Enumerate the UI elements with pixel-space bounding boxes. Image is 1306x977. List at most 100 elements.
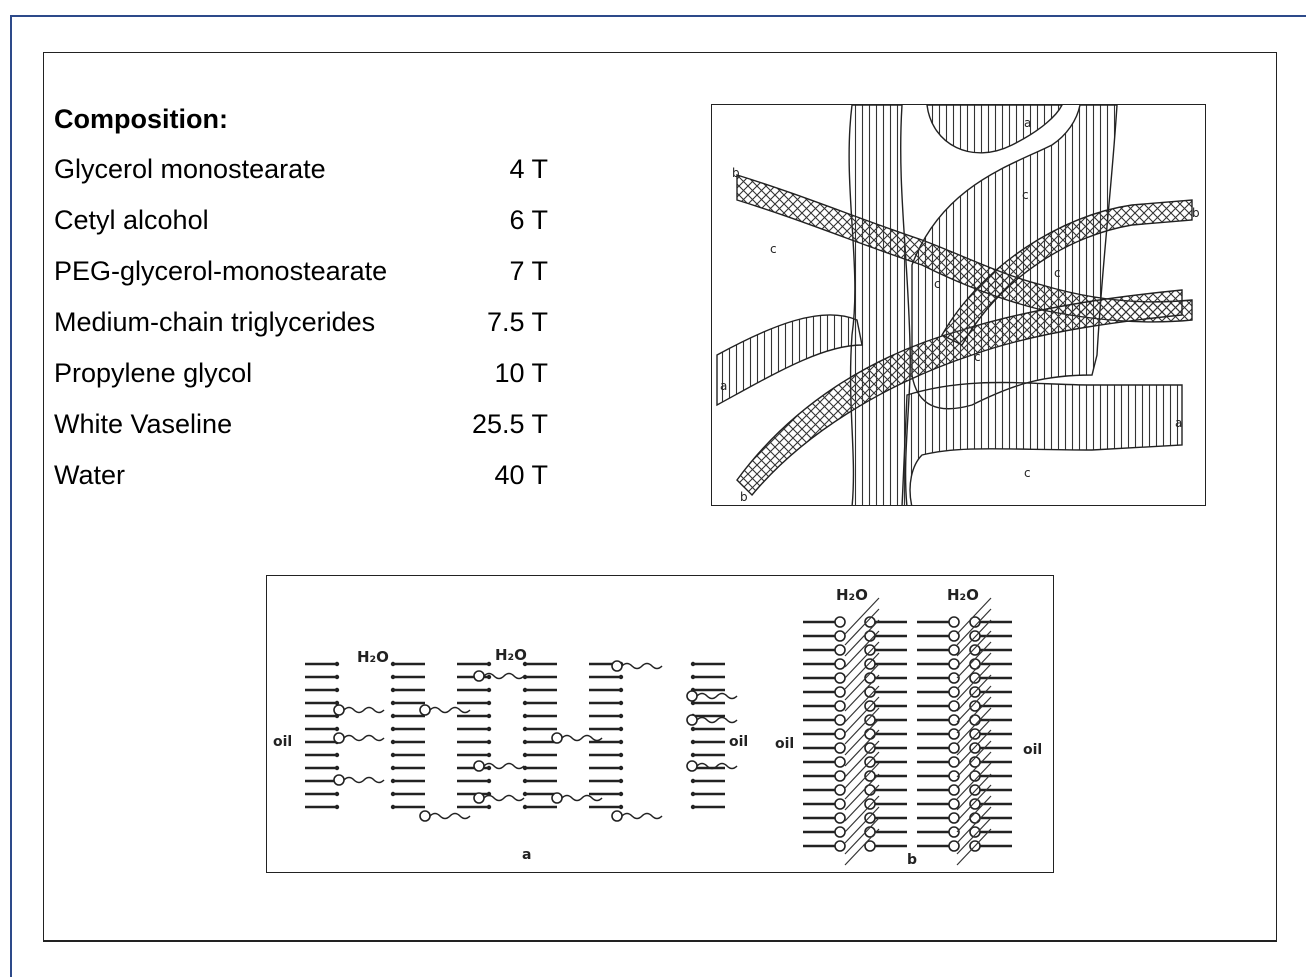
polar-head-circle xyxy=(948,686,960,698)
ingredient-amount: 7 T xyxy=(509,256,548,286)
wavy-chain xyxy=(621,662,663,670)
composition-row: Water 40 T xyxy=(54,460,548,511)
ingredient-name: Glycerol monostearate xyxy=(54,154,326,184)
polar-head-circle xyxy=(948,616,960,628)
water-layer-hatch xyxy=(844,630,880,668)
water-layer-hatch xyxy=(844,652,880,690)
water-layer-hatch xyxy=(844,641,880,679)
water-layer-hatch xyxy=(956,652,992,690)
polar-head-circle xyxy=(834,756,846,768)
surfactant-head xyxy=(334,661,340,667)
polar-head-circle xyxy=(834,714,846,726)
water-layer-hatch xyxy=(956,817,992,855)
surfactant-head xyxy=(486,804,492,810)
surfactant-head xyxy=(390,661,396,667)
water-layer-hatch xyxy=(844,674,880,712)
water-layer-hatch xyxy=(844,795,880,833)
polar-head-circle xyxy=(948,658,960,670)
surfactant-head xyxy=(618,752,624,758)
surfactant-head xyxy=(690,661,696,667)
surfactant-head xyxy=(618,726,624,732)
surfactant-head xyxy=(522,726,528,732)
polar-head-circle xyxy=(834,616,846,628)
polar-head-circle xyxy=(864,728,876,740)
polar-head-circle xyxy=(834,686,846,698)
ingredient-amount: 6 T xyxy=(509,205,548,235)
wavy-chain xyxy=(561,794,603,802)
wavy-chain xyxy=(343,706,385,714)
surfactant-head xyxy=(334,687,340,693)
oil-label: oil xyxy=(273,734,292,750)
surfactant-head xyxy=(522,804,528,810)
polar-head-circle xyxy=(333,774,345,786)
polar-head-circle xyxy=(686,690,698,702)
water-layer-hatch xyxy=(956,696,992,734)
water-layer-hatch xyxy=(844,784,880,822)
region-label-c: c xyxy=(934,277,941,291)
ingredient-name: Water xyxy=(54,460,126,490)
polar-head-circle xyxy=(834,644,846,656)
surfactant-head xyxy=(690,700,696,706)
panel-a-caption: a xyxy=(522,847,531,863)
polar-head-circle xyxy=(611,660,623,672)
polar-head-circle xyxy=(969,644,981,656)
polar-head-circle xyxy=(686,760,698,772)
water-layer-hatch xyxy=(844,828,880,866)
surfactant-head xyxy=(390,713,396,719)
surfactant-head xyxy=(522,687,528,693)
water-layer-hatch xyxy=(956,674,992,712)
polar-head-circle xyxy=(948,742,960,754)
surfactant-head xyxy=(522,674,528,680)
polar-head-circle xyxy=(969,770,981,782)
water-layer-hatch xyxy=(844,608,880,646)
surfactant-head xyxy=(522,713,528,719)
water-layer-hatch xyxy=(956,729,992,767)
water-layer-hatch xyxy=(844,806,880,844)
water-layer-hatch xyxy=(844,740,880,778)
wavy-chain xyxy=(696,692,738,700)
polar-head-circle xyxy=(864,812,876,824)
surfactant-head xyxy=(334,700,340,706)
polar-head-circle xyxy=(969,700,981,712)
wavy-chain xyxy=(696,716,738,724)
surfactant-head xyxy=(690,778,696,784)
polar-head-circle xyxy=(551,792,563,804)
polar-head-circle xyxy=(834,826,846,838)
surfactant-head xyxy=(618,674,624,680)
polar-head-circle xyxy=(864,658,876,670)
surfactant-head xyxy=(486,674,492,680)
polar-head-circle xyxy=(333,704,345,716)
polar-head-circle xyxy=(948,798,960,810)
polar-head-circle xyxy=(969,742,981,754)
oil-label: oil xyxy=(729,734,748,750)
polar-head-circle xyxy=(834,700,846,712)
polar-head-circle xyxy=(969,812,981,824)
water-layer-hatch xyxy=(844,663,880,701)
surfactant-head xyxy=(690,752,696,758)
water-layer-hatch xyxy=(956,828,992,866)
region-label-c: c xyxy=(770,242,777,256)
water-layer-hatch xyxy=(956,806,992,844)
polar-head-circle xyxy=(948,756,960,768)
polar-head-circle xyxy=(473,670,485,682)
surfactant-head xyxy=(618,739,624,745)
water-layer-hatch xyxy=(956,663,992,701)
water-layer-hatch xyxy=(844,597,880,635)
slide-bottom-rule xyxy=(43,940,1277,942)
polar-head-circle xyxy=(834,812,846,824)
polar-head-circle xyxy=(473,760,485,772)
water-layer-hatch xyxy=(956,762,992,800)
surfactant-head xyxy=(486,713,492,719)
surfactant-head xyxy=(334,726,340,732)
surfactant-head xyxy=(618,700,624,706)
region-label-c: c xyxy=(974,350,981,364)
water-layer-hatch xyxy=(844,619,880,657)
wavy-chain xyxy=(343,734,385,742)
surfactant-head xyxy=(334,791,340,797)
panel-b-caption: b xyxy=(907,852,917,868)
water-layer-hatch xyxy=(956,608,992,646)
surfactant-head xyxy=(486,700,492,706)
surfactant-head xyxy=(390,778,396,784)
wavy-chain xyxy=(483,762,525,770)
polar-head-circle xyxy=(948,630,960,642)
